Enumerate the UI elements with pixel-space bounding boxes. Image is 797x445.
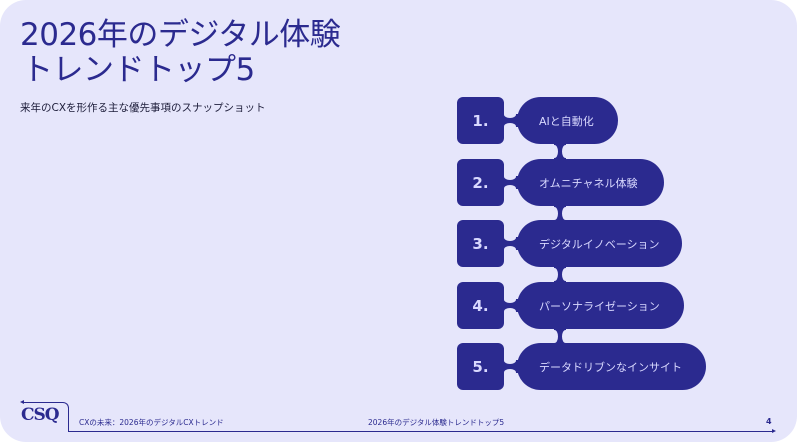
trend-number: 1.: [457, 97, 504, 144]
trend-number: 3.: [457, 220, 504, 267]
trend-number: 4.: [457, 282, 504, 329]
arrow-left-icon: [20, 400, 24, 404]
trend-number: 5.: [457, 343, 504, 390]
connector: [501, 111, 519, 130]
connector: [501, 357, 519, 376]
page-number: 4: [766, 417, 772, 426]
connector: [501, 173, 519, 192]
trend-number: 2.: [457, 159, 504, 206]
trend-label: パーソナライゼーション: [517, 282, 684, 329]
vertical-connector: [551, 265, 569, 284]
vertical-connector: [551, 142, 569, 161]
vertical-connector: [551, 204, 569, 223]
connector: [501, 234, 519, 253]
title-line-1: 2026年のデジタル体験: [20, 17, 341, 53]
trend-label: デジタルイノベーション: [517, 220, 682, 267]
footer-divider: [68, 429, 776, 433]
subtitle: 来年のCXを形作る主な優先事項のスナップショット: [20, 102, 266, 114]
trend-label: データドリブンなインサイト: [517, 343, 706, 390]
csq-logo: CSQ: [21, 405, 60, 425]
footer-center-text: 2026年のデジタル体験トレンドトップ5: [368, 418, 505, 427]
footer-left-text: CXの未来：2026年のデジタルCXトレンド: [79, 418, 224, 427]
trend-label: オムニチャネル体験: [517, 159, 664, 206]
vertical-connector: [551, 327, 569, 346]
trend-label: AIと自動化: [517, 97, 618, 144]
footer-divider-left: [22, 402, 69, 432]
page-title: 2026年のデジタル体験 トレンドトップ5: [20, 17, 341, 88]
connector: [501, 296, 519, 315]
title-line-2: トレンドトップ5: [22, 52, 255, 88]
